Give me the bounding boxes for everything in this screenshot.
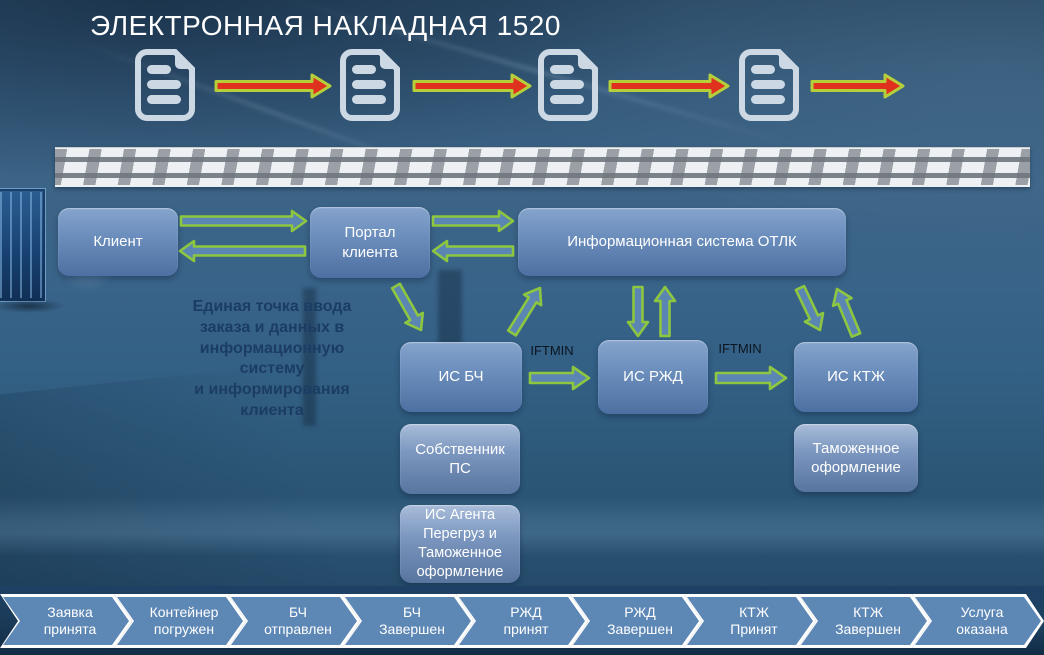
step-label: Заявка [47,603,93,620]
step-label: Контейнер [149,603,219,620]
node-is-bch: ИС БЧ [400,342,522,412]
node-customs: Таможенное оформление [794,424,918,492]
document-icon [340,49,400,121]
railway-track-image [55,147,1030,187]
step-label: принят [503,621,549,637]
single-entry-point-note: Единая точка ввода заказа и данных в инф… [192,298,352,419]
iftmin-label: IFTMIN [718,341,762,356]
step-label: КТЖ [739,603,769,620]
node-is-rzhd: ИС РЖД [598,340,708,414]
step-label: БЧ [403,603,421,620]
step-label: РЖД [624,603,656,620]
document-icon [538,49,598,121]
node-agent: ИС Агента Перегруз и Таможенное оформлен… [400,505,520,583]
node-client: Клиент [58,208,178,276]
step-label: РЖД [510,603,542,620]
catenary-pole-image [303,288,316,426]
step-label: Принят [730,621,778,637]
node-portal: Портал клиента [310,207,430,278]
step-label: КТЖ [853,603,883,620]
node-otlk-system: Информационная система ОТЛК [518,208,846,276]
catenary-pole-image [438,270,462,346]
document-icon [739,49,799,121]
platform-glow [0,496,1044,556]
iftmin-label: IFTMIN [530,343,574,358]
node-is-ktzh: ИС КТЖ [794,342,918,412]
step-label: оказана [956,621,1008,637]
step-label: погружен [153,621,215,637]
node-owner-ps: Собственник ПС [400,424,520,494]
page-title: ЭЛЕКТРОННАЯ НАКЛАДНАЯ 1520 [90,10,561,41]
step-label: Завершен [379,621,445,637]
step-label: Услуга [960,603,1004,620]
step-label: Завершен [835,621,901,637]
step-label: БЧ [289,603,307,620]
step-label: принята [43,621,97,637]
shipping-container-image [0,188,65,313]
step-label: отправлен [264,621,332,637]
step-label: Завершен [607,621,673,637]
document-icon [135,49,195,121]
